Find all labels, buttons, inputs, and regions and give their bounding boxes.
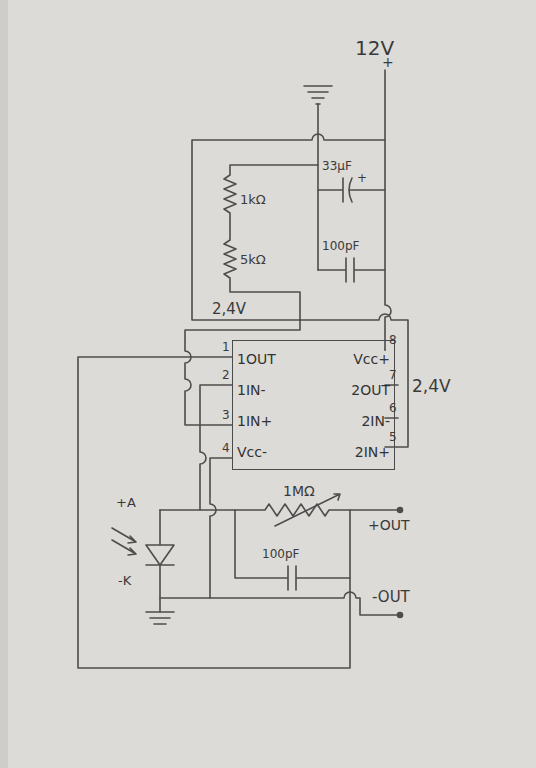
terminal-label: +OUT xyxy=(368,518,410,532)
ic-package: 1OUT Vcc+ 1IN- 2OUT 1IN+ 2IN- Vcc- 2IN+ xyxy=(232,340,395,470)
pin-name: 1IN- xyxy=(237,383,314,397)
reference-wire xyxy=(185,320,300,425)
capacitor-value: 100pF xyxy=(322,240,359,252)
pin-name: 1OUT xyxy=(237,352,314,366)
feedback-resistor xyxy=(160,504,400,516)
pin-name: Vcc- xyxy=(237,445,314,459)
reference-wire xyxy=(300,314,408,447)
supply-rail xyxy=(385,70,391,350)
pin-number: 8 xyxy=(389,334,397,346)
variable-arrow xyxy=(275,494,340,526)
ground-wire xyxy=(317,104,319,270)
pin-name: 1IN+ xyxy=(237,414,314,428)
terminal-label: -OUT xyxy=(372,590,410,605)
resistor-divider xyxy=(224,165,318,320)
ground-symbol xyxy=(146,612,174,624)
cathode-label: -K xyxy=(118,574,131,587)
light-arrows xyxy=(112,528,136,555)
pin-number: 6 xyxy=(389,402,397,414)
resistor-value: 1kΩ xyxy=(240,193,266,206)
electrolytic-capacitor xyxy=(318,178,385,202)
photodiode-symbol xyxy=(146,510,174,612)
anode-label: +A xyxy=(116,496,136,509)
pin-number: 2 xyxy=(222,369,230,381)
polarity-mark: + xyxy=(382,55,394,69)
pin-name: Vcc+ xyxy=(353,352,390,366)
pin-number: 5 xyxy=(389,431,397,443)
polarity-mark: + xyxy=(357,172,367,184)
terminal xyxy=(398,508,403,513)
pin-name: 2IN+ xyxy=(355,445,390,459)
capacitor-value: 33µF xyxy=(322,160,352,172)
terminal xyxy=(398,613,403,618)
ground-symbol xyxy=(304,86,332,104)
voltage-label: 2,4V xyxy=(212,302,246,317)
pin-name: 2OUT xyxy=(351,383,390,397)
resistor-value: 5kΩ xyxy=(240,253,266,266)
output-wire xyxy=(78,357,350,668)
pin-number: 1 xyxy=(222,341,230,353)
resistor-value: 1MΩ xyxy=(283,484,315,498)
pin-number: 4 xyxy=(222,442,230,454)
pin-number: 3 xyxy=(222,409,230,421)
capacitor-symbol xyxy=(318,258,385,282)
top-wire xyxy=(192,134,385,320)
paper-edge xyxy=(0,0,8,768)
input-wire xyxy=(200,385,232,510)
ground-wire xyxy=(210,458,232,598)
voltage-label: 2,4V xyxy=(412,378,451,395)
ground-wire xyxy=(160,592,400,615)
capacitor-value: 100pF xyxy=(262,548,299,560)
feedback-capacitor xyxy=(235,510,350,590)
pin-number: 7 xyxy=(389,369,397,381)
pin-name: 2IN- xyxy=(361,414,390,428)
